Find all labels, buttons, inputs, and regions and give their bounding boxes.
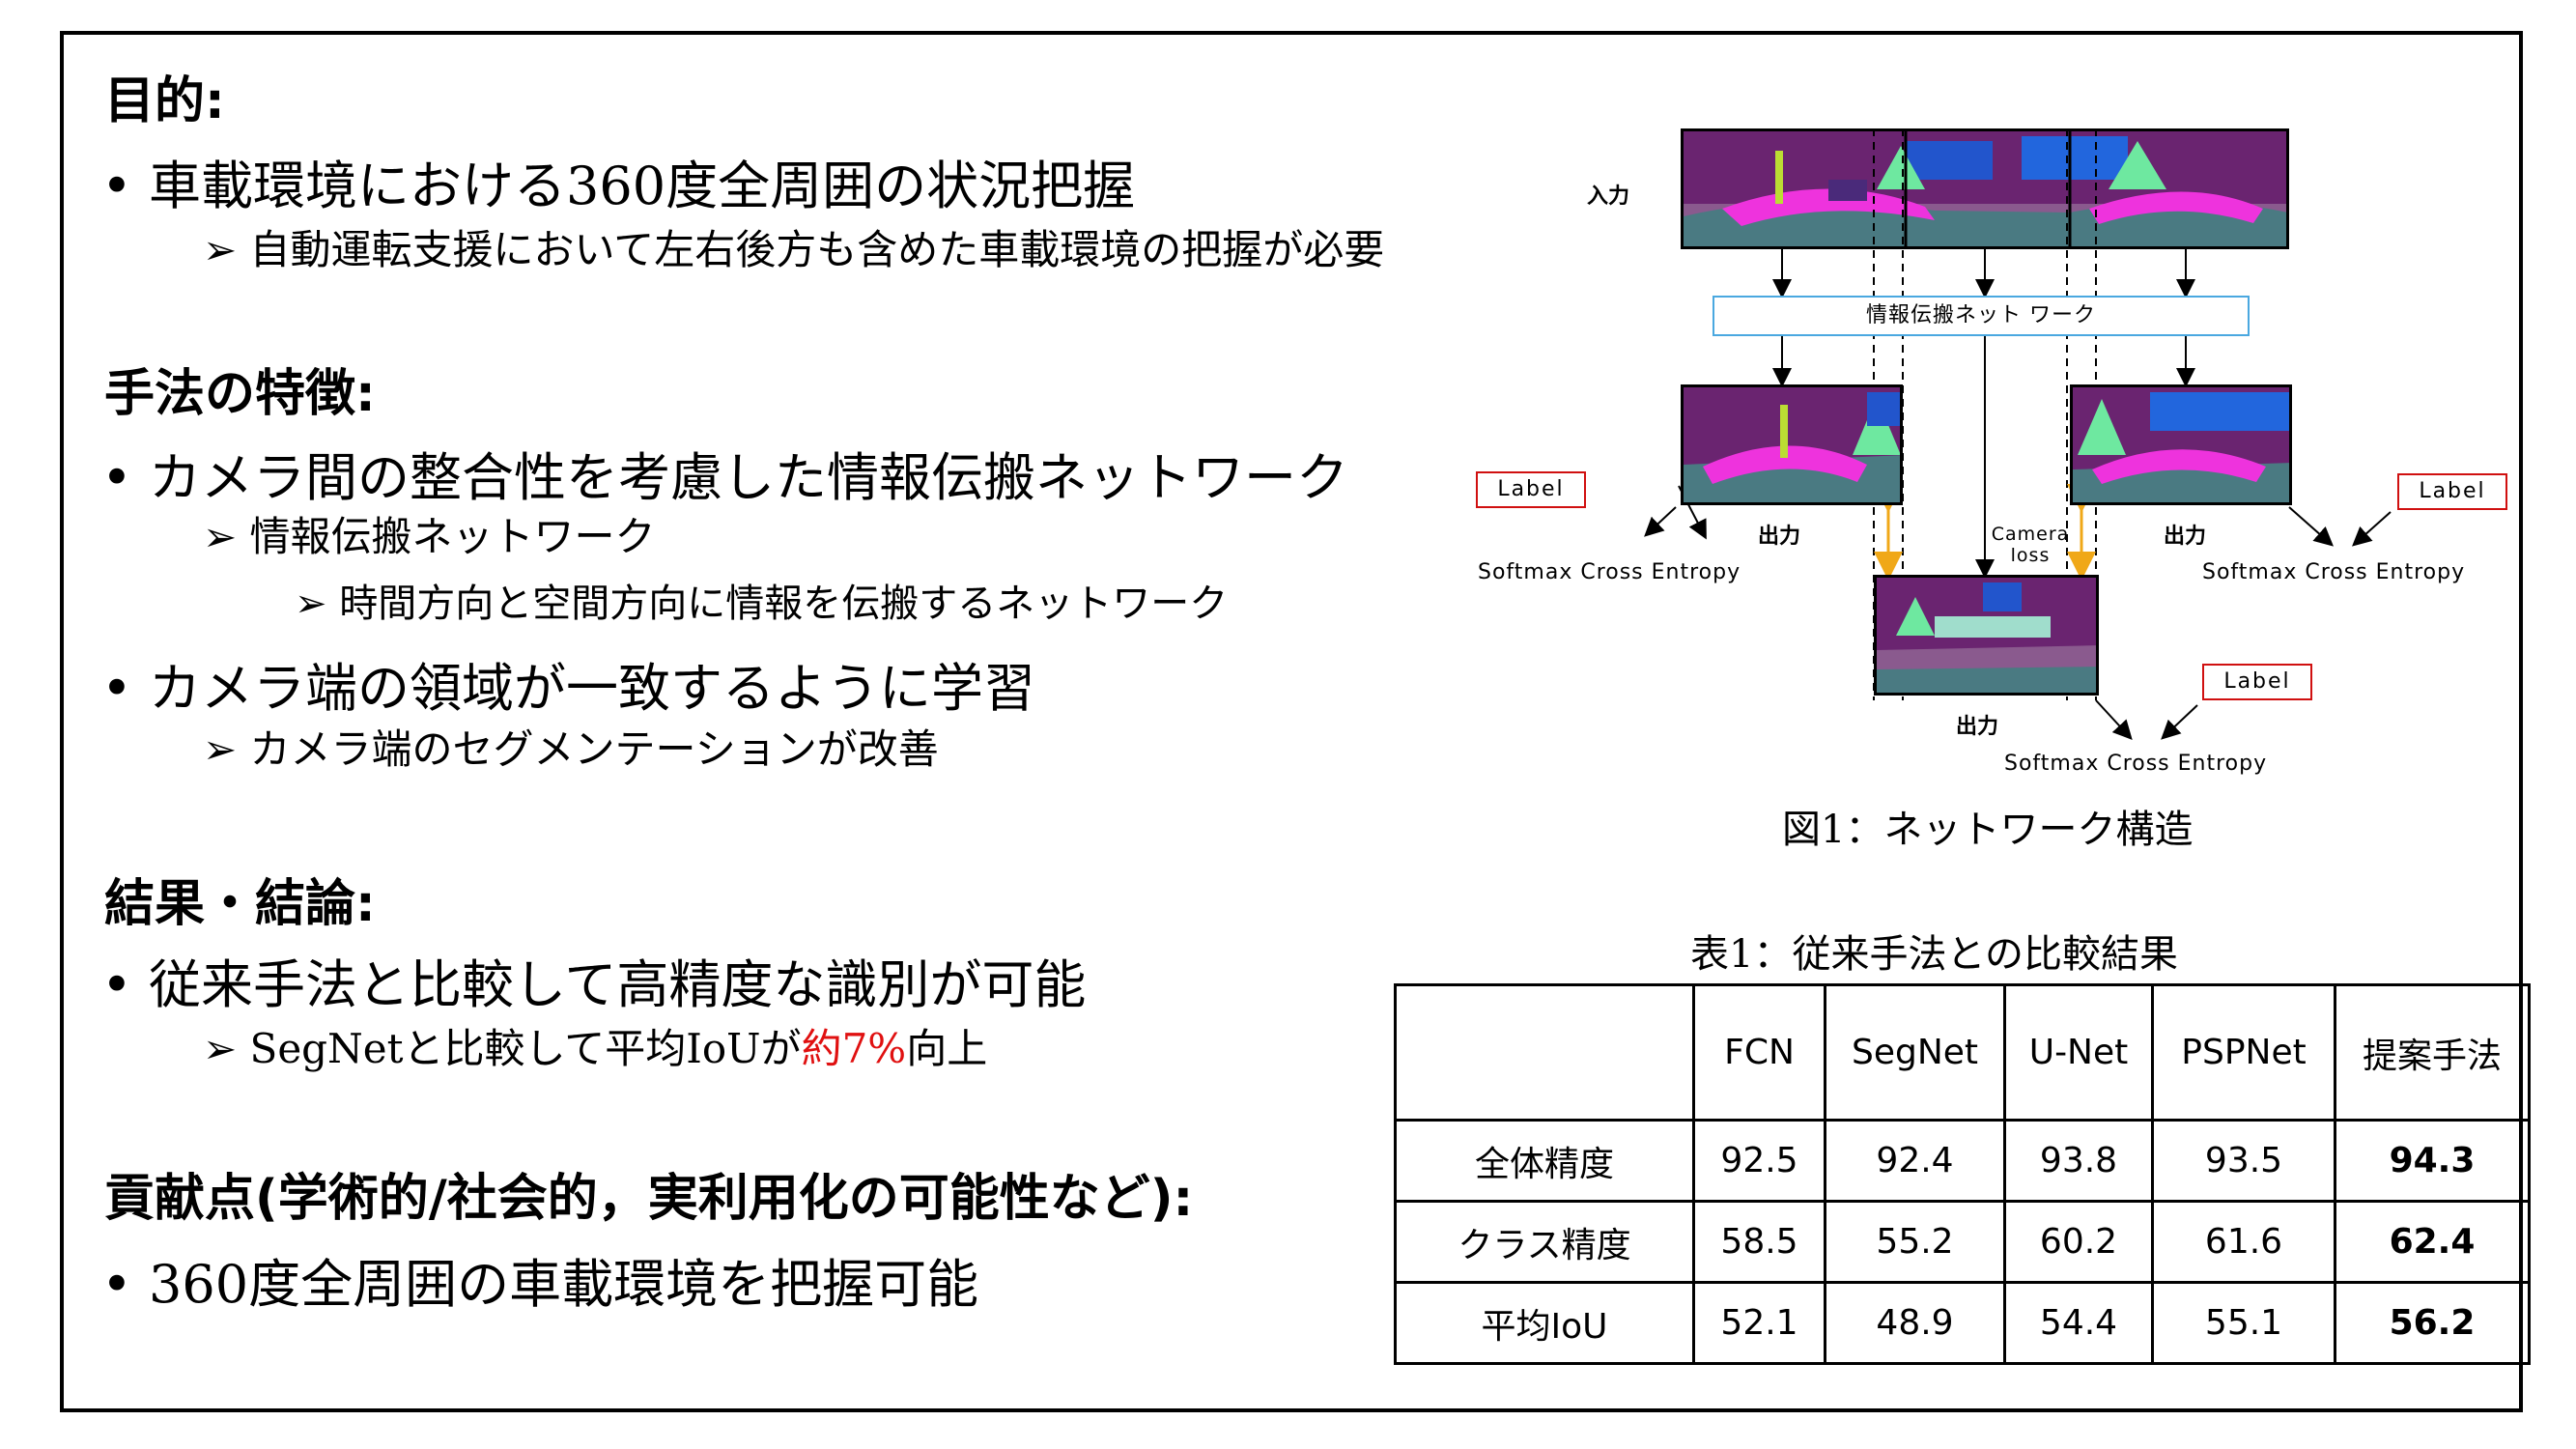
- table-cell: 48.9: [1824, 1281, 2006, 1365]
- results-sub-1-text: SegNetと比較して平均IoUが: [249, 1025, 802, 1072]
- bullet-marker: •: [101, 954, 150, 1015]
- contribution-heading: 貢献点(学術的/社会的，実利用化の可能性など):: [104, 1170, 1194, 1228]
- method-sub-1-text: 情報伝搬ネットワーク: [249, 513, 656, 560]
- loss-label-left: Softmax Cross Entropy: [1478, 560, 1741, 584]
- results-bullet-1: • 従来手法と比較して高精度な識別が可能: [101, 942, 1086, 1018]
- table-cell-best: 56.2: [2334, 1281, 2531, 1365]
- method-bullet-2-text: カメラ端の領域が一致するように学習: [149, 658, 1036, 719]
- purpose-sub-1-text: 自動運転支援において左右後方も含めた車載環境の把握が必要: [249, 226, 1385, 273]
- row-label: クラス精度: [1394, 1200, 1695, 1284]
- segmentation-map: [1684, 131, 2286, 246]
- purpose-bullet-1-text: 車載環境における360度全周囲の状況把握: [149, 156, 1136, 216]
- table-row: クラス精度 58.5 55.2 60.2 61.6 62.4: [1394, 1200, 2531, 1284]
- contribution-bullet-1: • 360度全周囲の車載環境を把握可能: [101, 1241, 978, 1318]
- table-cell: 61.6: [2151, 1200, 2336, 1284]
- label-box-left: Label: [1476, 471, 1586, 508]
- results-sub-1: ➢ SegNetと比較して平均IoUが約7%向上: [203, 1016, 987, 1075]
- table-cell: 60.2: [2003, 1200, 2154, 1284]
- input-label: 入力: [1587, 185, 1630, 209]
- row-label: 全体精度: [1394, 1119, 1695, 1203]
- contribution-bullet-1-text: 360度全周囲の車載環境を把握可能: [149, 1254, 979, 1315]
- arrow-bullet-icon: ➢: [203, 226, 250, 273]
- method-subsub-1-text: 時間方向と空間方向に情報を伝搬するネットワーク: [339, 582, 1229, 626]
- output-label-center: 出力: [1956, 715, 1999, 739]
- results-sub-1-suffix: 向上: [906, 1025, 988, 1072]
- table-caption: 表1：従来手法との比較結果: [1690, 932, 2179, 977]
- table-header-proposed: 提案手法: [2334, 983, 2531, 1122]
- arrow-bullet-icon: ➢: [203, 1025, 250, 1072]
- method-bullet-2: • カメラ端の領域が一致するように学習: [101, 645, 1035, 722]
- bullet-marker: •: [101, 156, 150, 216]
- table-header-row: FCN SegNet U-Net PSPNet 提案手法: [1394, 983, 2531, 1122]
- loss-label-right: Softmax Cross Entropy: [2202, 560, 2466, 584]
- table-cell: 58.5: [1692, 1200, 1826, 1284]
- output-center-image: [1874, 575, 2099, 696]
- results-heading: 結果・結論:: [104, 875, 376, 933]
- table-header-unet: U-Net: [2003, 983, 2154, 1122]
- label-box-center: Label: [2202, 664, 2312, 700]
- slide-frame: [60, 31, 2523, 1412]
- purpose-bullet-1: • 車載環境における360度全周囲の状況把握: [101, 143, 1135, 219]
- arrow-bullet-icon: ➢: [203, 513, 250, 560]
- method-bullet-1-text: カメラ間の整合性を考慮した情報伝搬ネットワーク: [149, 447, 1349, 508]
- comparison-table: FCN SegNet U-Net PSPNet 提案手法 全体精度 92.5 9…: [1394, 983, 2531, 1365]
- output-label-right: 出力: [2164, 525, 2207, 549]
- propagation-network-box: 情報伝搬ネット ワーク: [1713, 296, 2250, 336]
- label-box-right: Label: [2397, 473, 2507, 510]
- table-header-pspnet: PSPNet: [2151, 983, 2336, 1122]
- table-header-fcn: FCN: [1692, 983, 1826, 1122]
- table-cell-best: 94.3: [2334, 1119, 2531, 1203]
- segmentation-map: [1877, 578, 2096, 693]
- method-sub-2: ➢ カメラ端のセグメンテーションが改善: [203, 717, 939, 776]
- table-cell: 92.4: [1824, 1119, 2006, 1203]
- row-label: 平均IoU: [1394, 1281, 1695, 1365]
- output-right-image: [2070, 384, 2292, 505]
- table-cell: 93.8: [2003, 1119, 2154, 1203]
- results-highlight-value: 約7%: [801, 1025, 907, 1072]
- purpose-heading: 目的:: [104, 72, 225, 130]
- figure-caption: 図1：ネットワーク構造: [1782, 808, 2194, 852]
- table-header-segnet: SegNet: [1824, 983, 2006, 1122]
- segmentation-map: [2073, 387, 2289, 502]
- table-cell: 92.5: [1692, 1119, 1826, 1203]
- table-cell: 52.1: [1692, 1281, 1826, 1365]
- table-row: 全体精度 92.5 92.4 93.8 93.5 94.3: [1394, 1119, 2531, 1203]
- arrow-bullet-icon: ➢: [295, 582, 340, 626]
- table-cell: 55.1: [2151, 1281, 2336, 1365]
- purpose-sub-1: ➢ 自動運転支援において左右後方も含めた車載環境の把握が必要: [203, 217, 1384, 276]
- method-sub-1: ➢ 情報伝搬ネットワーク: [203, 504, 656, 563]
- method-subsub-1: ➢ 時間方向と空間方向に情報を伝搬するネットワーク: [295, 572, 1228, 628]
- arrow-bullet-icon: ➢: [203, 725, 250, 773]
- camera-loss-label: Camera loss: [1991, 524, 2070, 566]
- segmentation-map: [1684, 387, 1900, 502]
- bullet-marker: •: [101, 1254, 150, 1315]
- table-header-corner: [1394, 983, 1695, 1122]
- loss-label-center: Softmax Cross Entropy: [2004, 752, 2268, 776]
- output-label-left: 出力: [1758, 525, 1801, 549]
- table-cell-best: 62.4: [2334, 1200, 2531, 1284]
- bullet-marker: •: [101, 658, 150, 719]
- table-row: 平均IoU 52.1 48.9 54.4 55.1 56.2: [1394, 1281, 2531, 1365]
- table-cell: 54.4: [2003, 1281, 2154, 1365]
- table-cell: 93.5: [2151, 1119, 2336, 1203]
- table-cell: 55.2: [1824, 1200, 2006, 1284]
- method-sub-2-text: カメラ端のセグメンテーションが改善: [249, 725, 939, 773]
- method-heading: 手法の特徴:: [104, 365, 376, 423]
- network-label: 情報伝搬ネット ワーク: [1866, 303, 2096, 327]
- bullet-marker: •: [101, 447, 150, 508]
- output-left-image: [1681, 384, 1903, 505]
- input-segmentation-image: [1681, 128, 2289, 249]
- results-bullet-1-text: 従来手法と比較して高精度な識別が可能: [149, 954, 1087, 1015]
- method-bullet-1: • カメラ間の整合性を考慮した情報伝搬ネットワーク: [101, 435, 1348, 511]
